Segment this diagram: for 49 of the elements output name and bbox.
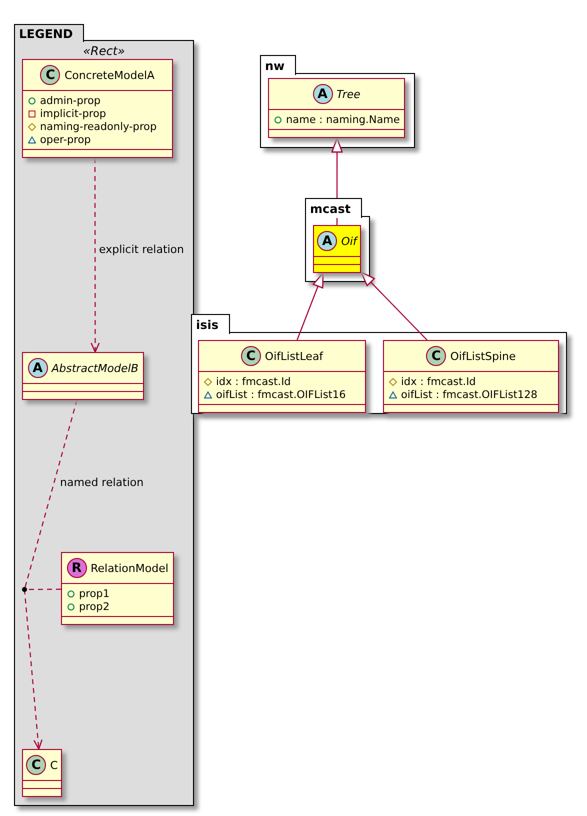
- package-tab: isis: [191, 314, 230, 334]
- class-type-icon: R: [66, 558, 87, 578]
- class-name: Oif: [341, 234, 357, 248]
- class-box: [22, 749, 62, 797]
- class-box: [61, 552, 174, 625]
- class-name: RelationModel: [90, 562, 168, 574]
- class-name: AbstractModelB: [52, 362, 138, 374]
- class-type-icon: C: [40, 65, 60, 85]
- class-box: [268, 78, 405, 138]
- class-box: [383, 340, 559, 413]
- class-box: [313, 225, 361, 273]
- class-box: [198, 340, 366, 413]
- package-tab: nw: [260, 55, 296, 75]
- package-tab: LEGEND: [14, 24, 84, 42]
- attribute: idx : fmcast.Id: [216, 376, 291, 388]
- attribute: prop1: [79, 588, 110, 600]
- inheritance-arrow: [296, 272, 324, 340]
- class-type-icon: A: [28, 358, 48, 378]
- attribute: prop2: [79, 600, 110, 612]
- class-type-icon: C: [426, 346, 446, 366]
- edge-label: named relation: [60, 476, 144, 489]
- class-box: [22, 352, 144, 400]
- class-name: Tree: [336, 88, 360, 100]
- stereotype-label: «Rect»: [82, 44, 126, 58]
- class-type-icon: C: [26, 755, 46, 775]
- class-type-icon: A: [312, 84, 333, 104]
- class-type-icon: C: [240, 346, 261, 366]
- attribute: implicit-prop: [40, 108, 106, 120]
- dependency-arrow: [24, 589, 43, 750]
- junction-dot: [22, 587, 27, 592]
- class-name: OifListSpine: [450, 350, 516, 362]
- attribute: oifList : fmcast.OIFList128: [401, 388, 538, 400]
- edge-label: explicit relation: [99, 243, 184, 256]
- attribute: oifList : fmcast.OIFList16: [216, 388, 346, 400]
- attribute: oper-prop: [40, 134, 91, 146]
- attribute: admin-prop: [40, 94, 101, 106]
- inheritance-arrow: [360, 271, 428, 340]
- class-type-icon: A: [317, 231, 338, 251]
- attribute: name : naming.Name: [286, 114, 400, 126]
- inheritance-arrow: [331, 137, 343, 225]
- class-name: C: [50, 758, 58, 772]
- class-name: ConcreteModelA: [64, 68, 155, 82]
- attribute: naming-readonly-prop: [40, 120, 157, 132]
- attribute: idx : fmcast.Id: [401, 376, 476, 388]
- association-line: [24, 400, 78, 590]
- package-tab: mcast: [305, 198, 362, 218]
- class-name: OifListLeaf: [264, 350, 324, 362]
- class-box: [22, 59, 173, 158]
- dependency-arrow: [90, 158, 100, 353]
